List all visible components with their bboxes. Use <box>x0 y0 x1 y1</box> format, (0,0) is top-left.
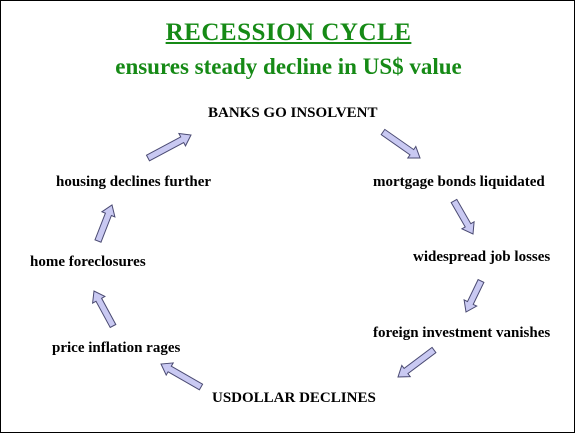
node-mortgage-bonds-liquidated: mortgage bonds liquidated <box>373 174 545 190</box>
node-home-foreclosures: home foreclosures <box>30 254 146 270</box>
arrow-banks-to-mortgage <box>380 128 421 159</box>
node-widespread-job-losses: widespread job losses <box>413 249 551 265</box>
node-foreign-investment-vanishes: foreign investment vanishes <box>373 325 551 341</box>
arrow-mortgage-to-jobs <box>450 198 475 235</box>
arrow-inflation-to-foreclosures <box>91 290 117 329</box>
node-banks-go-insolvent: BANKS GO INSOLVENT <box>208 105 378 121</box>
diagram-subtitle: ensures steady decline in US$ value <box>115 54 462 79</box>
arrow-foreclosures-to-housing <box>94 204 116 243</box>
arrow-jobs-to-foreign <box>463 278 485 313</box>
arrow-usdollar-to-inflation <box>160 362 204 391</box>
node-housing-declines-further: housing declines further <box>56 174 212 190</box>
node-price-inflation-rages: price inflation rages <box>52 340 181 356</box>
arrow-foreign-to-usdollar <box>397 346 437 378</box>
node-usdollar-declines: USDOLLAR DECLINES <box>212 390 376 406</box>
diagram-title: RECESSION CYCLE <box>165 19 412 46</box>
arrow-housing-to-banks <box>145 132 192 162</box>
